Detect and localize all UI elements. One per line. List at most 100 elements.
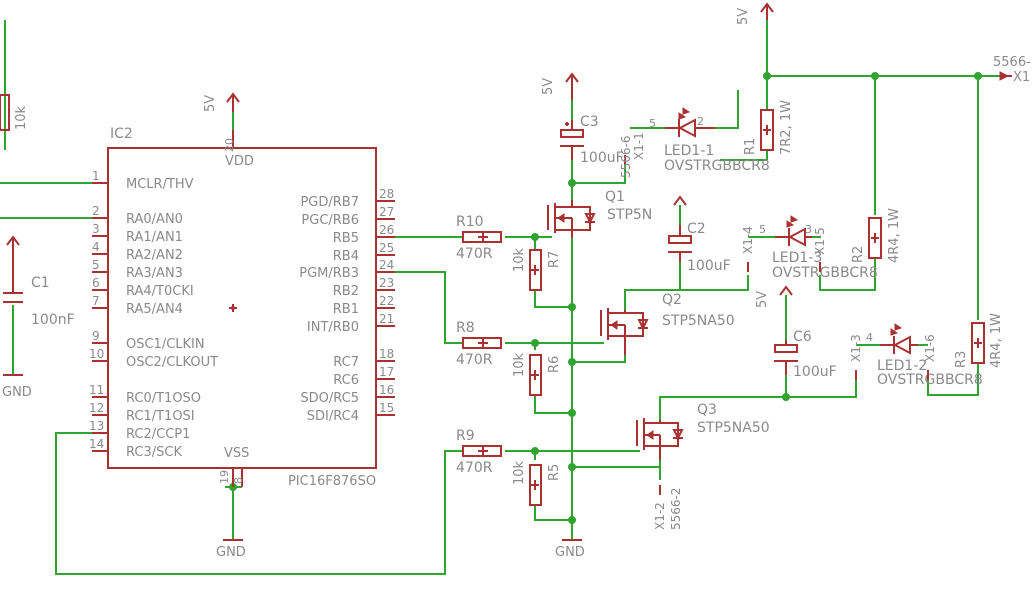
x1-4-pin: 5: [759, 223, 766, 236]
ic2-pin-number: 13: [89, 419, 104, 433]
ic2-pin-number: 15: [379, 401, 394, 415]
c3-value: 100uF: [580, 150, 624, 166]
ic2-pin-name: RC3/SCK: [126, 445, 182, 460]
x1-1-pin: 5: [649, 117, 656, 130]
gnd-label: GND: [555, 545, 585, 560]
led1-1: 2 LED1-1 OVSTRGBBCR8: [664, 107, 770, 174]
r6-value: 10k: [512, 352, 527, 377]
r7-name: R7: [547, 251, 562, 268]
resistor-r6: 10k R6: [512, 352, 562, 396]
supply-labels: 5V 5V 5V 5V GND GND GND: [2, 8, 770, 560]
led1-1-part: OVSTRGBBCR8: [664, 158, 770, 174]
x1-1-part: 5566-6: [619, 135, 633, 178]
q1-name: Q1: [605, 189, 625, 205]
ic2-pin-number: 6: [92, 276, 100, 290]
ic2-vss-label: VSS: [224, 446, 249, 461]
q3-name: Q3: [697, 402, 717, 418]
ic2-pin-number: 21: [379, 312, 394, 326]
resistor-top-left: 10k: [0, 94, 29, 131]
r5-name: R5: [547, 464, 562, 481]
led1-3: 3 LED1-3 OVSTRGBBCR8: [772, 215, 878, 281]
capacitor-c2: C2 100uF: [668, 221, 731, 274]
ic2-pin-name: RA3/AN3: [126, 266, 183, 281]
x1-1-label: X1-1: [632, 132, 646, 160]
ic2-pin-name: PGD/RB7: [300, 195, 359, 210]
r6-name: R6: [547, 356, 562, 373]
x1-top-part: 5566-: [993, 55, 1031, 70]
mosfet-q3: Q3 STP5NA50: [636, 402, 770, 460]
r2-name: R2: [851, 246, 866, 263]
ic2-pin-number: 5: [92, 258, 100, 272]
ic2-pin-name: INT/RB0: [307, 320, 359, 335]
electrolytic-caps: C3 100uF C2 100uF C6 100uF: [560, 114, 837, 380]
ic2-pin-19: 19: [218, 470, 231, 484]
x1-3-pin: 4: [866, 331, 873, 344]
resistor-r9: R9 470R: [456, 428, 502, 476]
led1-3-pin-a: 3: [805, 223, 812, 236]
x1-3-label: X1-3: [849, 334, 863, 362]
led1-3-part: OVSTRGBBCR8: [772, 265, 878, 281]
supply-5v-label: 5V: [755, 291, 770, 308]
resistor-r2: R2 4R4, 1W: [851, 208, 902, 263]
mosfets: Q1 STP5N Q2 STP5NA50 Q3: [547, 189, 770, 460]
r10-name: R10: [456, 214, 484, 230]
ic2-vdd-label: VDD: [225, 154, 254, 169]
c2-value: 100uF: [687, 258, 731, 274]
ic2-pin-number: 27: [379, 205, 394, 219]
r1-name: R1: [743, 138, 758, 155]
c1-name: C1: [31, 275, 50, 291]
ic2-pin-name: RC6: [333, 373, 359, 388]
led1-1-name: LED1-1: [664, 143, 714, 159]
ic2-pin-name: SDI/RC4: [307, 409, 359, 424]
ic2-right-pin-numbers: 28 27 26 25 24 23 22 21 18 17 16 15: [379, 187, 394, 415]
ic2-pin-name: RC7: [333, 355, 359, 370]
x1-2-part: 5566-2: [669, 487, 683, 530]
capacitor-c1: C1 100nF: [3, 255, 75, 328]
r9-name: R9: [456, 428, 475, 444]
ic2-right-pins: PGD/RB7 PGC/RB6 RB5 RB4 PGM/RB3 RB2 RB1 …: [299, 195, 359, 424]
resistor-r8: R8 470R: [456, 320, 502, 368]
r3-value: 4R4, 1W: [989, 313, 1004, 368]
mosfet-q2: Q2 STP5NA50: [600, 292, 735, 355]
resistor-r3: R3 4R4, 1W: [954, 313, 1004, 368]
ic2-pin-name: RB2: [333, 284, 359, 299]
ic2-pin-name: RB5: [333, 231, 359, 246]
leds: 2 LED1-1 OVSTRGBBCR8 3 LED1-3 OVSTRGBBCR…: [664, 107, 983, 388]
gate-resistors: R10 470R R8 470R R9 470R: [456, 214, 502, 476]
ic2-pin-number: 3: [92, 222, 100, 236]
r8-value: 470R: [456, 352, 493, 368]
c6-name: C6: [793, 329, 812, 345]
ic2-pin-number: 4: [92, 240, 100, 254]
ic2-pin-number: 18: [379, 347, 394, 361]
c3-name: C3: [580, 114, 599, 130]
ic2-pin-number: 10: [89, 347, 104, 361]
gnd-label: GND: [2, 385, 32, 400]
ic2-labels: IC2 VDD VSS PIC16F876SO 20 19 8: [110, 126, 376, 489]
ic2-pin-number: 7: [92, 294, 100, 308]
led1-2-part: OVSTRGBBCR8: [877, 372, 983, 388]
ic2-pin-name: SDO/RC5: [300, 391, 359, 406]
ic2-pin-number: 28: [379, 187, 394, 201]
capacitor-c3: C3 100uF: [560, 114, 624, 166]
r5-value: 10k: [512, 460, 527, 485]
q3-part: STP5NA50: [697, 420, 770, 436]
connectors: 5566- X1 5566-6 X1-1 5 X1-4 5 X1-3 4 X1-…: [619, 55, 1031, 530]
ic2-pin-number: 22: [379, 294, 394, 308]
gnd-label: GND: [216, 545, 246, 560]
ic2-pin-number: 16: [379, 383, 394, 397]
ic2-pin-top: 20: [223, 138, 236, 152]
ic2-pin-name: RA1/AN1: [126, 230, 183, 245]
ic2-pin-name: RA5/AN4: [126, 302, 183, 317]
ic2-pin-number: 14: [89, 437, 104, 451]
r7-value: 10k: [512, 247, 527, 272]
resistor-r5: 10k R5: [512, 460, 562, 506]
x1-5-label: X1-5: [813, 227, 827, 255]
led1-2: LED1-2 OVSTRGBBCR8: [877, 323, 983, 388]
ic2-pin-name: PGC/RB6: [301, 213, 359, 228]
ic2-pin-number: 26: [379, 223, 394, 237]
ic2-pin-number: 17: [379, 365, 394, 379]
ic2-pin-name: RA4/T0CKI: [126, 284, 194, 299]
r8-name: R8: [456, 320, 475, 336]
ic2-pin-name: RA2/AN2: [126, 248, 183, 263]
